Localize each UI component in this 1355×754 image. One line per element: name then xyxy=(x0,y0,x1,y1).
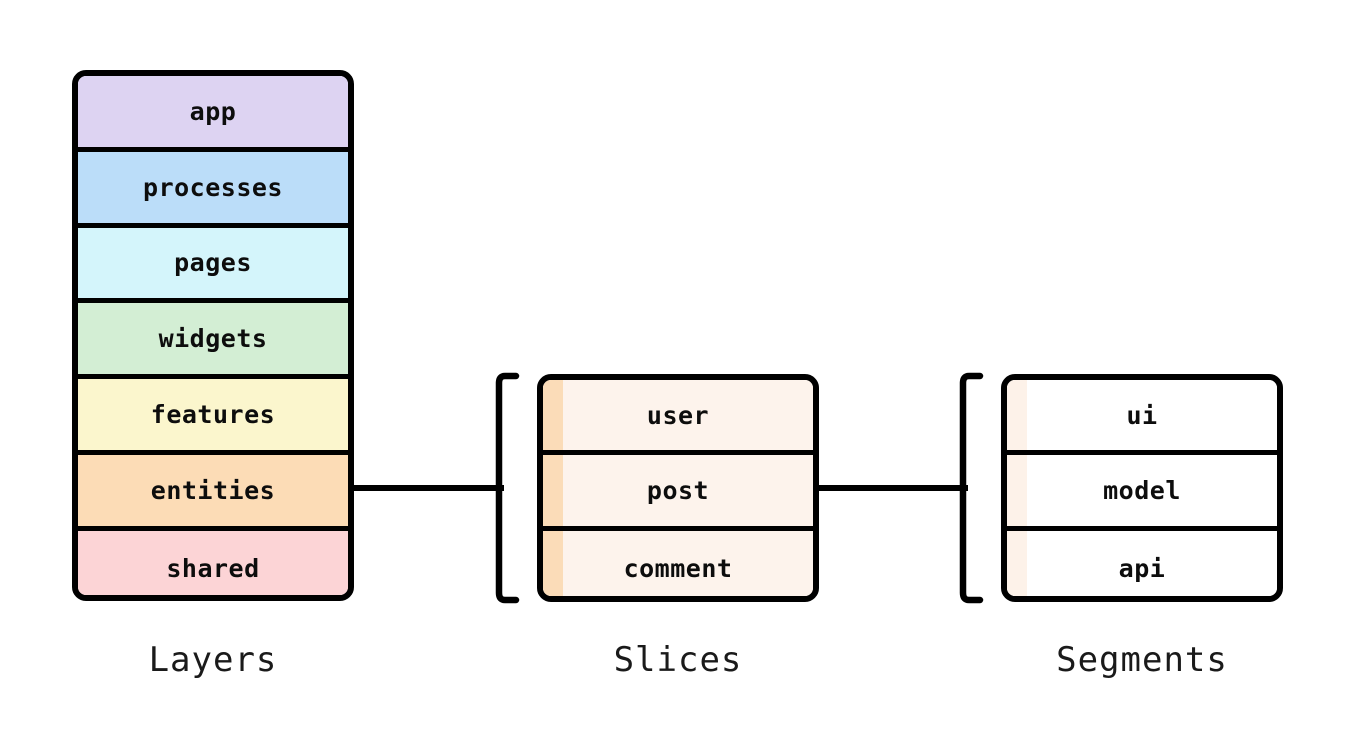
slices-stack: user post comment xyxy=(537,374,819,602)
layer-row-pages[interactable]: pages xyxy=(78,227,348,304)
segment-label-model: model xyxy=(1103,476,1181,506)
layer-label-features: features xyxy=(150,400,276,430)
segments-bracket-icon xyxy=(959,372,984,604)
slice-stripe xyxy=(543,380,563,451)
layer-row-app[interactable]: app xyxy=(78,76,348,152)
layer-row-processes[interactable]: processes xyxy=(78,151,348,228)
segments-stack: ui model api xyxy=(1001,374,1283,602)
segment-row-model[interactable]: model xyxy=(1007,455,1277,531)
slice-row-comment[interactable]: comment xyxy=(543,530,813,596)
layer-row-features[interactable]: features xyxy=(78,379,348,455)
caption-segments: Segments xyxy=(1056,640,1228,680)
caption-layers: Layers xyxy=(148,640,278,680)
segment-label-ui: ui xyxy=(1126,400,1158,430)
caption-slices: Slices xyxy=(613,640,743,680)
layer-label-pages: pages xyxy=(174,248,252,278)
segment-stripe xyxy=(1007,530,1027,596)
layer-label-widgets: widgets xyxy=(158,324,268,354)
layer-label-entities: entities xyxy=(150,475,276,505)
slice-row-user[interactable]: user xyxy=(543,380,813,456)
layer-row-widgets[interactable]: widgets xyxy=(78,303,348,380)
connector-layers-to-slices xyxy=(352,485,504,491)
segment-row-api[interactable]: api xyxy=(1007,530,1277,596)
slice-stripe xyxy=(543,455,563,526)
layer-label-app: app xyxy=(189,96,237,126)
slices-bracket-icon xyxy=(495,372,520,604)
segment-stripe xyxy=(1007,455,1027,526)
layers-stack: app processes pages widgets features ent… xyxy=(72,70,354,601)
segment-stripe xyxy=(1007,380,1027,451)
segment-label-api: api xyxy=(1118,553,1166,583)
layer-row-shared[interactable]: shared xyxy=(78,530,348,595)
connector-slices-to-segments xyxy=(816,485,968,491)
slice-label-user: user xyxy=(646,400,710,430)
layer-label-processes: processes xyxy=(143,172,283,202)
segment-row-ui[interactable]: ui xyxy=(1007,380,1277,456)
slice-row-post[interactable]: post xyxy=(543,455,813,531)
layer-row-entities[interactable]: entities xyxy=(78,454,348,531)
layer-label-shared: shared xyxy=(166,554,260,584)
slice-label-comment: comment xyxy=(623,553,733,583)
slice-stripe xyxy=(543,530,563,596)
slice-label-post: post xyxy=(646,476,710,506)
